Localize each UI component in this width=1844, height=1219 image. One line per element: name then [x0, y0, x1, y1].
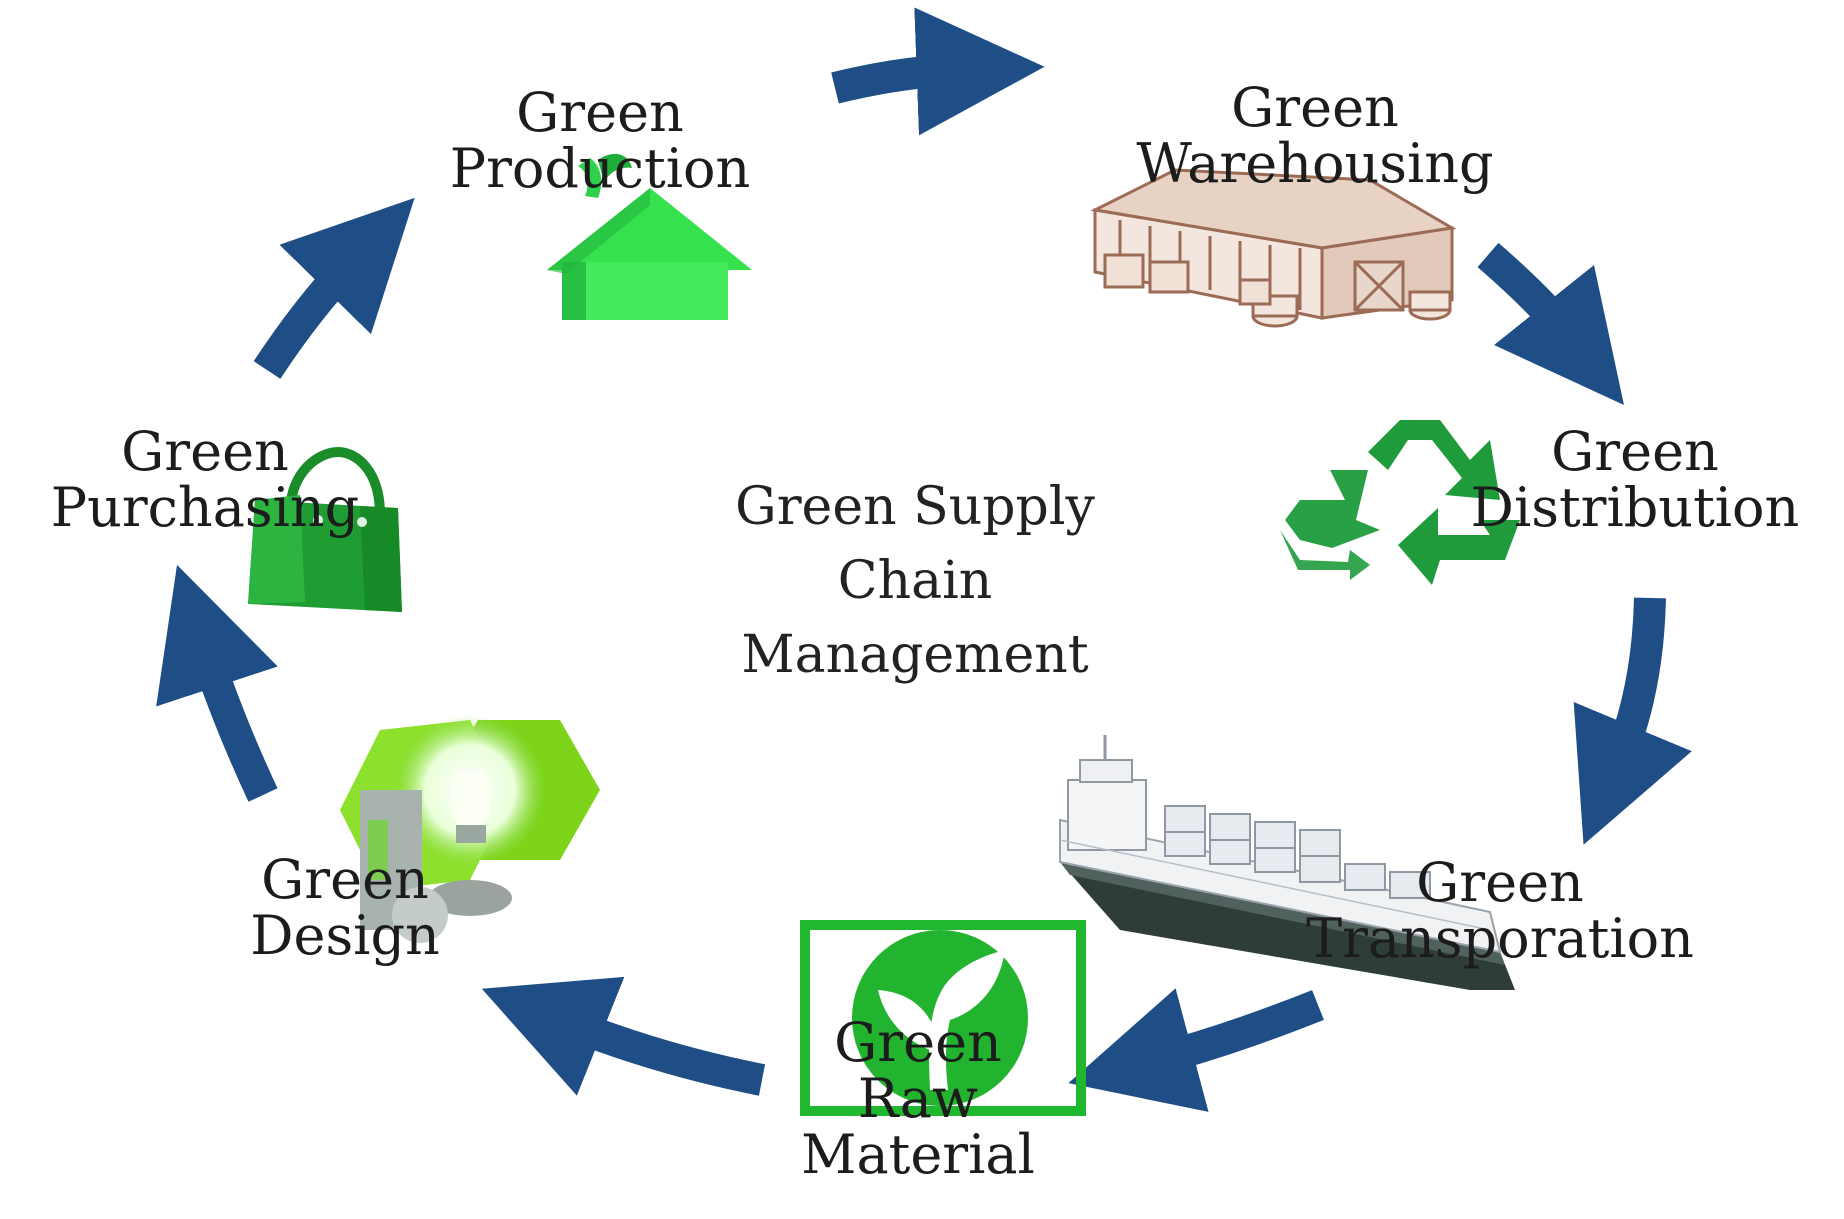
center-title-line-1: Green Supply — [735, 477, 1095, 537]
shopping-bag-icon — [248, 446, 402, 612]
arrow-transportation-to-raw-material — [1068, 988, 1324, 1112]
stage-label-distribution: Green Distribution — [1470, 420, 1800, 539]
arrow-production-to-warehousing — [831, 7, 1045, 136]
stage-label-raw-material: Green Raw Material — [801, 1011, 1035, 1186]
leaf-sprout-icon — [800, 920, 1086, 1116]
warehouse-icon — [1090, 168, 1457, 328]
arrow-distribution-to-transportation — [1573, 597, 1692, 845]
arrow-design-to-purchasing — [156, 564, 278, 802]
recycle-icon — [1280, 420, 1520, 585]
stage-label-purchasing: Green Purchasing — [50, 420, 360, 539]
arrow-warehousing-to-distribution — [1477, 242, 1624, 405]
arrow-purchasing-to-production — [253, 197, 415, 379]
light-bulb-icon — [340, 715, 600, 943]
house-icon — [547, 153, 752, 320]
cargo-ship-icon — [1059, 735, 1515, 990]
stage-label-warehousing: Green Warehousing — [1136, 76, 1494, 195]
stage-label-design: Green Design — [250, 848, 440, 967]
center-title-line-3: Management — [741, 625, 1089, 685]
center-title: Green Supply Chain Management — [735, 470, 1095, 692]
stage-label-production: Green Production — [449, 81, 751, 200]
arrow-raw-material-to-design — [481, 976, 766, 1096]
center-title-line-2: Chain — [837, 551, 993, 611]
stage-label-transportation: Green Transporation — [1306, 851, 1694, 970]
cycle-arrows — [156, 7, 1692, 1112]
